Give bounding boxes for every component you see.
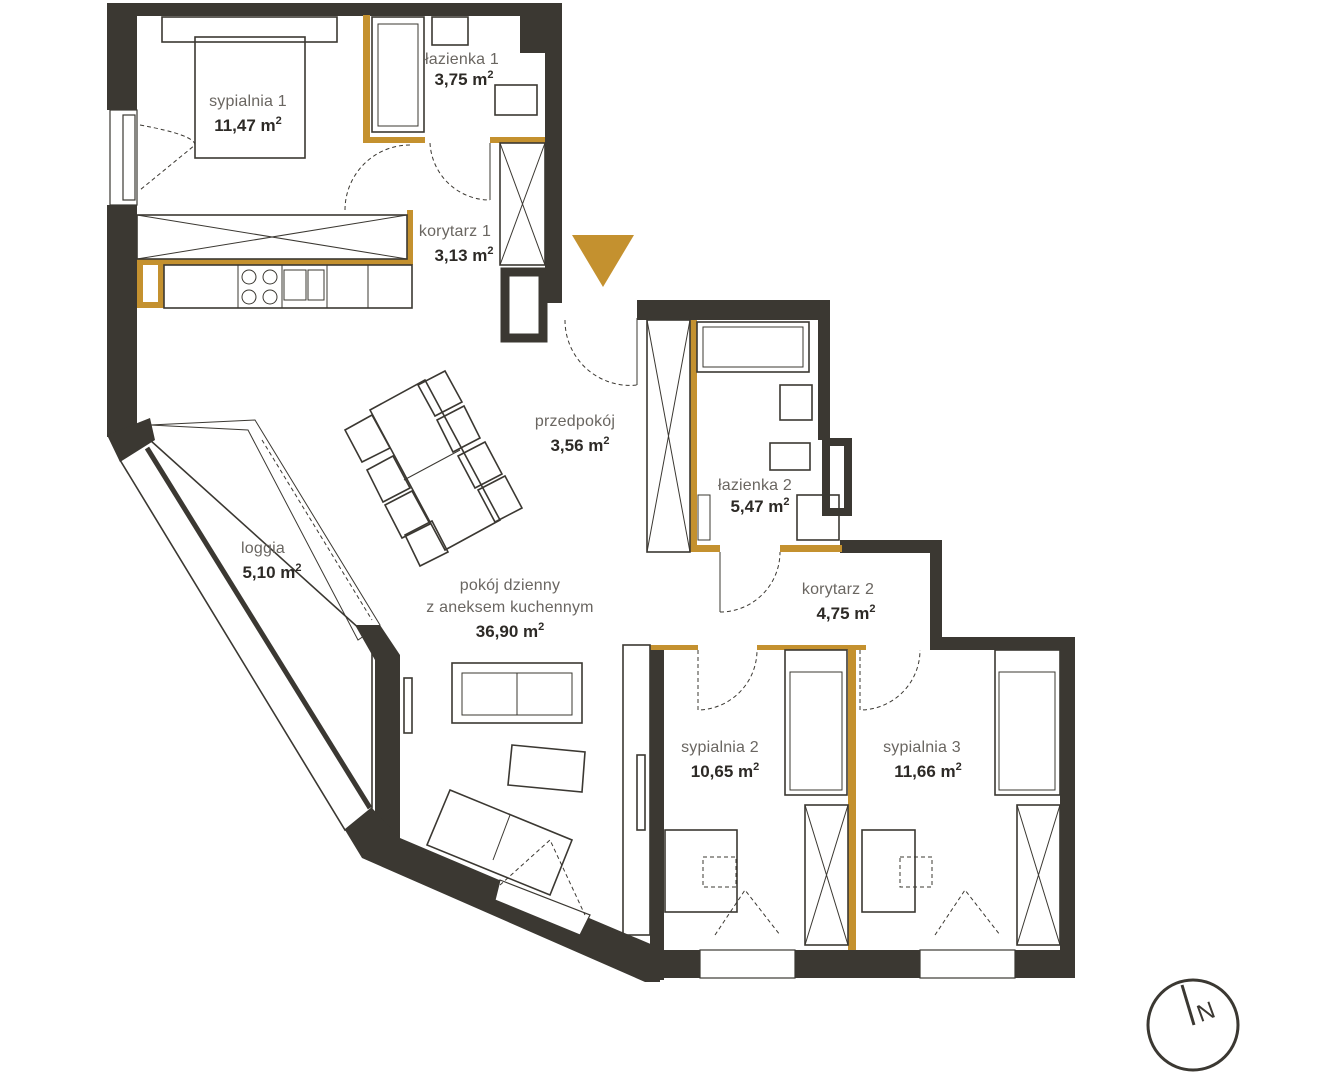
room-korytarz-1: korytarz 1 3,13 m2: [419, 223, 494, 265]
svg-text:sypialnia 3: sypialnia 3: [883, 739, 961, 756]
svg-text:sypialnia 1: sypialnia 1: [209, 93, 287, 110]
partition-walls: [137, 15, 866, 950]
doors: [344, 142, 921, 711]
room-sypialnia-3: sypialnia 3 11,66 m2: [883, 739, 962, 781]
beds: [161, 16, 1061, 913]
room-labels: sypialnia 1 11,47 m2 łazienka 1 3,75 m2 …: [209, 51, 962, 781]
room-korytarz-2: korytarz 2 4,75 m2: [802, 581, 876, 623]
walls: [107, 3, 1075, 982]
svg-text:3,13 m2: 3,13 m2: [434, 245, 493, 265]
room-przedpokoj: przedpokój 3,56 m2: [535, 413, 615, 455]
svg-text:sypialnia 2: sypialnia 2: [681, 739, 759, 756]
svg-text:łazienka 2: łazienka 2: [718, 477, 792, 494]
svg-text:korytarz 2: korytarz 2: [802, 581, 874, 598]
bathroom-fixtures: [371, 16, 840, 541]
svg-text:korytarz 1: korytarz 1: [419, 223, 491, 240]
svg-text:36,90 m2: 36,90 m2: [476, 621, 545, 641]
svg-text:3,56 m2: 3,56 m2: [550, 435, 609, 455]
svg-text:3,75 m2: 3,75 m2: [434, 69, 493, 89]
wardrobes: [136, 142, 1061, 946]
living-furniture: [343, 369, 586, 897]
room-loggia: loggia 5,10 m2: [241, 540, 301, 582]
svg-text:4,75 m2: 4,75 m2: [816, 603, 875, 623]
svg-text:5,10 m2: 5,10 m2: [242, 562, 301, 582]
windows: [109, 109, 1016, 979]
svg-text:z aneksem kuchennym: z aneksem kuchennym: [426, 599, 593, 616]
svg-text:pokój dzienny: pokój dzienny: [460, 577, 560, 594]
compass-icon: N: [1146, 978, 1240, 1072]
compass-label: N: [1193, 997, 1219, 1028]
room-lazienka-1: łazienka 1 3,75 m2: [425, 51, 499, 89]
svg-text:przedpokój: przedpokój: [535, 413, 615, 430]
room-sypialnia-1: sypialnia 1 11,47 m2: [209, 93, 287, 135]
entrance-marker-icon: [572, 235, 634, 287]
svg-text:łazienka 1: łazienka 1: [425, 51, 499, 68]
svg-text:11,47 m2: 11,47 m2: [214, 115, 282, 135]
room-sypialnia-2: sypialnia 2 10,65 m2: [681, 739, 759, 781]
room-pokoj-dzienny: pokój dzienny z aneksem kuchennym 36,90 …: [426, 577, 593, 641]
loggia-balustrade: [144, 446, 373, 810]
kitchen-counter: [163, 264, 413, 309]
loggia-door-frame: [149, 419, 381, 641]
loggia-door-slide: [261, 439, 373, 621]
svg-text:loggia: loggia: [241, 540, 285, 557]
svg-text:10,65 m2: 10,65 m2: [691, 761, 760, 781]
svg-text:5,47 m2: 5,47 m2: [730, 496, 789, 516]
svg-text:11,66 m2: 11,66 m2: [894, 761, 962, 781]
loggia-slab: [118, 438, 373, 832]
room-lazienka-2: łazienka 2 5,47 m2: [718, 477, 792, 516]
